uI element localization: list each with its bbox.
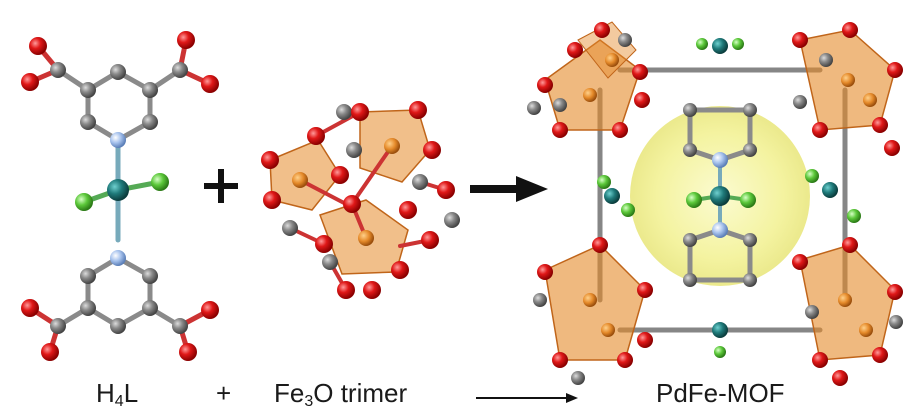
pdfe-mof-framework — [527, 21, 903, 386]
fe3o-node-bottom-left — [533, 237, 653, 385]
ligand-h4l-molecule — [21, 31, 219, 361]
product-label: PdFe-MOF — [656, 378, 785, 408]
reaction-arrow-icon — [470, 176, 548, 202]
fe3o-node-top-right — [792, 22, 903, 156]
plus-sign-icon — [204, 169, 238, 203]
ligand-label: H4L — [96, 378, 139, 410]
caption-arrow-icon — [476, 393, 578, 403]
cluster-label: Fe3O trimer — [274, 378, 408, 410]
fe3o-node-top-left — [527, 21, 650, 138]
fe3o-trimer-cluster — [261, 101, 460, 299]
fe3o-node-bottom-right — [792, 237, 903, 386]
plus-label: + — [216, 378, 232, 408]
